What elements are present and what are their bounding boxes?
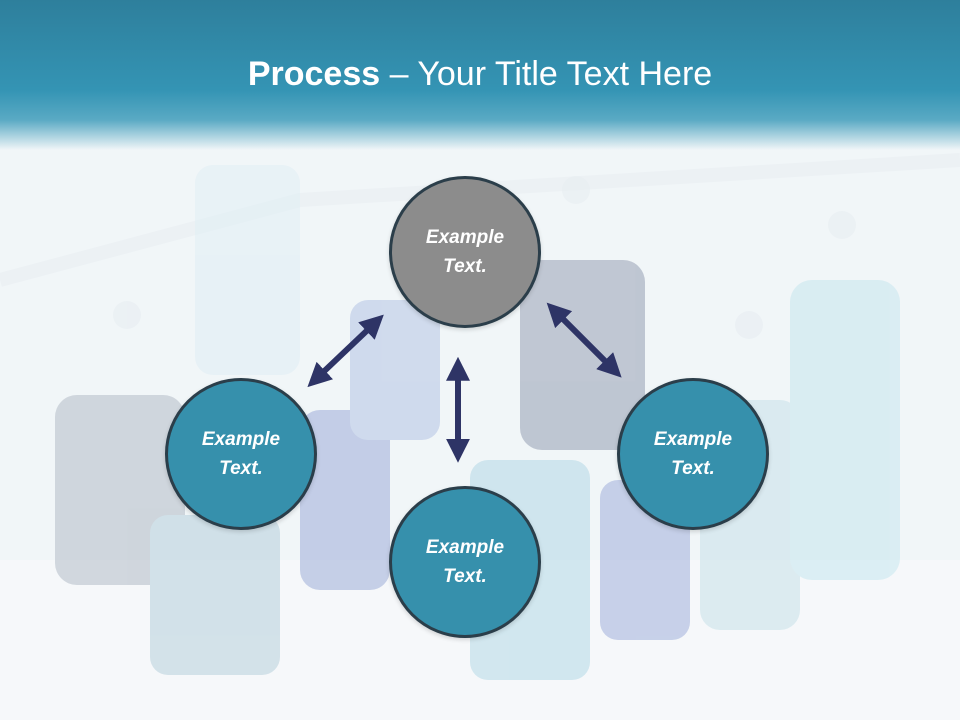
node-right-line2: Text. (671, 458, 715, 479)
title-banner (0, 0, 960, 150)
node-left-line2: Text. (219, 458, 263, 479)
title-rest: – Your Title Text Here (380, 55, 713, 93)
node-bottom-line1: Example (425, 537, 505, 558)
node-top-line2: Text. (443, 256, 487, 277)
node-top-line1: Example (425, 227, 505, 248)
arrow-left-top (307, 314, 384, 388)
node-right-line1: Example (653, 429, 733, 450)
title-bold: Process (247, 55, 381, 93)
slide-title[interactable]: Process – Your Title Text Here (0, 52, 960, 96)
arrow-top-right (546, 302, 622, 378)
node-bottom-line2: Text. (443, 566, 487, 587)
node-left-line1: Example (201, 429, 281, 450)
